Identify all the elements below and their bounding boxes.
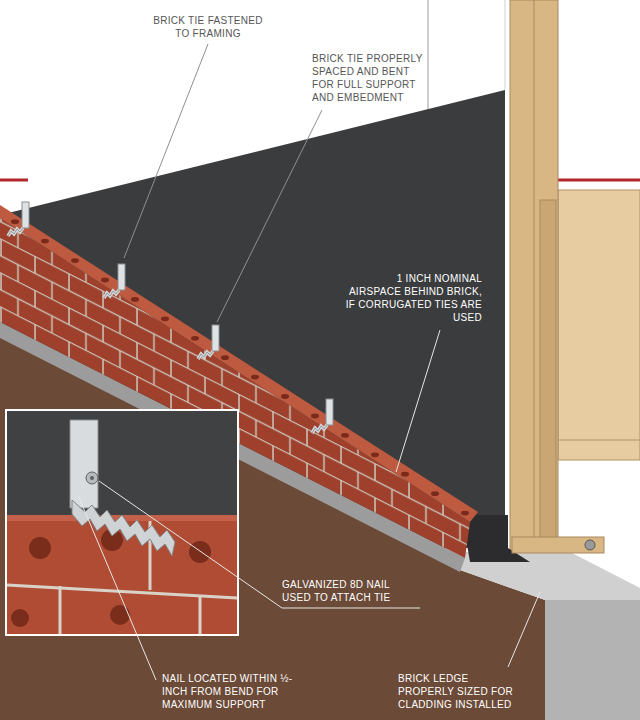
callout-label: GALVANIZED 8D NAIL USED TO ATTACH TIE <box>282 578 417 604</box>
callout-label: BRICK LEDGE PROPERLY SIZED FOR CLADDING … <box>398 672 518 711</box>
callout-label: BRICK TIE PROPERLY SPACED AND BENT FOR F… <box>312 52 430 104</box>
callout-label: BRICK TIE FASTENED TO FRAMING <box>149 14 267 40</box>
callout-label: 1 INCH NOMINAL AIRSPACE BEHIND BRICK, IF… <box>345 272 482 324</box>
callout-label: NAIL LOCATED WITHIN ½-INCH FROM BEND FOR… <box>162 672 296 711</box>
